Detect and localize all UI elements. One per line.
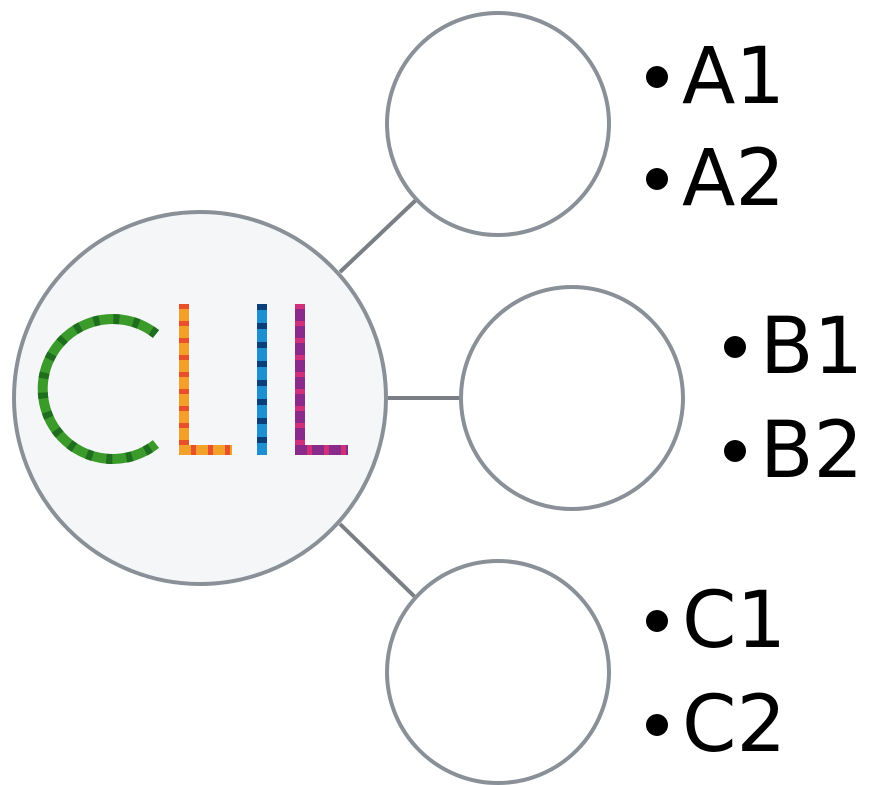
- bullet-icon: [646, 66, 668, 88]
- list-item-c2: C2: [646, 686, 786, 764]
- level-circle-b: [459, 285, 685, 511]
- bullet-icon: [724, 336, 746, 358]
- logo-letter-l1: [179, 304, 232, 455]
- connector-a: [338, 198, 418, 274]
- level-label: C2: [682, 680, 787, 770]
- connector-c: [338, 522, 418, 600]
- level-label: B1: [760, 302, 864, 392]
- level-label: C1: [682, 576, 787, 666]
- list-item-c1: C1: [646, 582, 786, 660]
- bullet-icon: [646, 714, 668, 736]
- bullet-icon: [724, 440, 746, 462]
- level-label: A1: [682, 32, 785, 122]
- center-circle: [12, 210, 388, 586]
- level-circle-a: [385, 11, 611, 237]
- list-item-b2: B2: [724, 412, 863, 490]
- level-label: A2: [682, 134, 785, 224]
- bullet-icon: [646, 168, 668, 190]
- logo-letter-c-stripes: [37, 314, 160, 464]
- bullet-icon: [646, 610, 668, 632]
- level-label: B2: [760, 406, 864, 496]
- list-item-b1: B1: [724, 308, 863, 386]
- list-item-a1: A1: [646, 38, 785, 116]
- list-item-a2: A2: [646, 140, 785, 218]
- clil-logo: [37, 304, 348, 464]
- logo-letter-l2: [295, 304, 348, 455]
- level-circle-c: [385, 559, 611, 785]
